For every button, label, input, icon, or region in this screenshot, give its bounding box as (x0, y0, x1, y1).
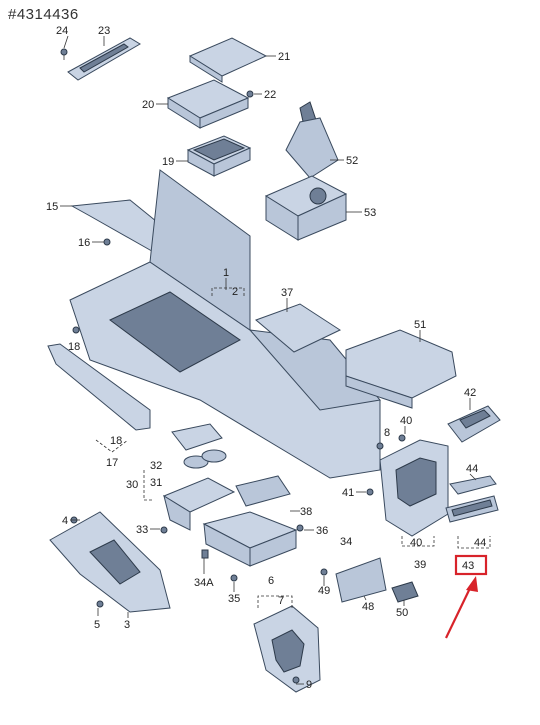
part-30-insert (162, 477, 236, 531)
callout-15: 15 (46, 201, 58, 213)
callout-3: 3 (124, 619, 130, 631)
callout-38: 38 (300, 506, 312, 518)
part-24-screw (60, 48, 68, 60)
part-49-screw (320, 568, 328, 576)
callout-43: 43 (462, 560, 474, 572)
callout-33: 33 (136, 524, 148, 536)
callout-18-upper: 18 (68, 341, 80, 353)
part-22-screw (246, 90, 254, 98)
part-51-armrest (345, 329, 457, 409)
part-53-shifter-unit (264, 175, 348, 241)
callout-36: 36 (316, 525, 328, 537)
part-31-cup-holder (183, 449, 227, 469)
part-16-screw (103, 238, 111, 246)
part-21-lid (188, 37, 268, 83)
callout-6: 6 (268, 575, 274, 587)
part-37-pad (255, 303, 342, 353)
callout-20: 20 (142, 99, 154, 111)
callout-9: 9 (306, 679, 312, 691)
part-35-screw (230, 574, 238, 582)
highlight-part-43 (445, 554, 488, 639)
callout-8: 8 (384, 427, 390, 439)
callout-48: 48 (362, 601, 374, 613)
group-brackets (95, 287, 491, 608)
part-50-connector (391, 581, 419, 603)
screw-icon (72, 326, 80, 334)
part-48-switch (335, 557, 387, 603)
arrow-head-icon (466, 576, 478, 592)
callout-17: 17 (106, 457, 118, 469)
callout-16: 16 (78, 237, 90, 249)
callout-41: 41 (342, 487, 354, 499)
part-7-frame (253, 605, 321, 693)
callout-49: 49 (318, 585, 330, 597)
callout-22: 22 (264, 89, 276, 101)
callout-53: 53 (364, 207, 376, 219)
callout-50: 50 (396, 607, 408, 619)
part-42-vent (447, 405, 501, 443)
part-52-gear-boot (285, 101, 339, 179)
callout-39: 39 (414, 559, 426, 571)
callout-44-lower: 44 (474, 537, 486, 549)
callout-23: 23 (98, 25, 110, 37)
callout-4: 4 (62, 515, 68, 527)
callout-21: 21 (278, 51, 290, 63)
callout-7: 7 (278, 595, 284, 607)
part-40-screw (398, 434, 406, 442)
part-8-screw (376, 442, 384, 450)
part-34A-clip (201, 549, 209, 559)
part-20-tray (166, 79, 250, 129)
callout-19: 19 (162, 156, 174, 168)
part-41-screw (366, 488, 374, 496)
callout-44-upper: 44 (466, 463, 478, 475)
part-23-trim-strip (67, 37, 141, 81)
callout-31: 31 (150, 477, 162, 489)
highlight-box (454, 554, 488, 576)
callout-30: 30 (126, 479, 138, 491)
callout-42: 42 (464, 387, 476, 399)
part-39-rear-panel (379, 439, 449, 537)
part-33-screw (160, 526, 168, 534)
callout-34: 34 (340, 536, 352, 548)
callout-40-upper: 40 (400, 415, 412, 427)
callout-51: 51 (414, 319, 426, 331)
part-34-tray (202, 511, 298, 567)
callout-35: 35 (228, 593, 240, 605)
part-38-cover (235, 475, 291, 507)
part-44-strip (449, 475, 497, 495)
callout-52: 52 (346, 155, 358, 167)
callout-34A: 34A (194, 577, 214, 589)
part-19-storage-bin (186, 135, 252, 177)
callout-37: 37 (281, 287, 293, 299)
part-36-clip (296, 524, 304, 532)
part-18-side-panel (47, 343, 151, 431)
part-43-module (445, 495, 499, 523)
callout-1: 1 (223, 267, 229, 279)
callout-40-lower: 40 (410, 537, 422, 549)
callout-24: 24 (56, 25, 68, 37)
part-32-lid (171, 423, 223, 451)
part-5-screw (96, 600, 104, 608)
part-3-bracket (49, 511, 171, 613)
callout-5: 5 (94, 619, 100, 631)
callout-32: 32 (150, 460, 162, 472)
highlight-arrow (445, 583, 473, 639)
callout-18-lower: 18 (110, 435, 122, 447)
reference-number: #4314436 (8, 6, 79, 23)
callout-2: 2 (232, 286, 238, 298)
callout-labels: 24 23 21 22 20 19 52 15 16 53 1 2 37 51 … (46, 25, 486, 691)
part-9-screw (292, 676, 300, 684)
part-1-console-body (69, 169, 381, 479)
